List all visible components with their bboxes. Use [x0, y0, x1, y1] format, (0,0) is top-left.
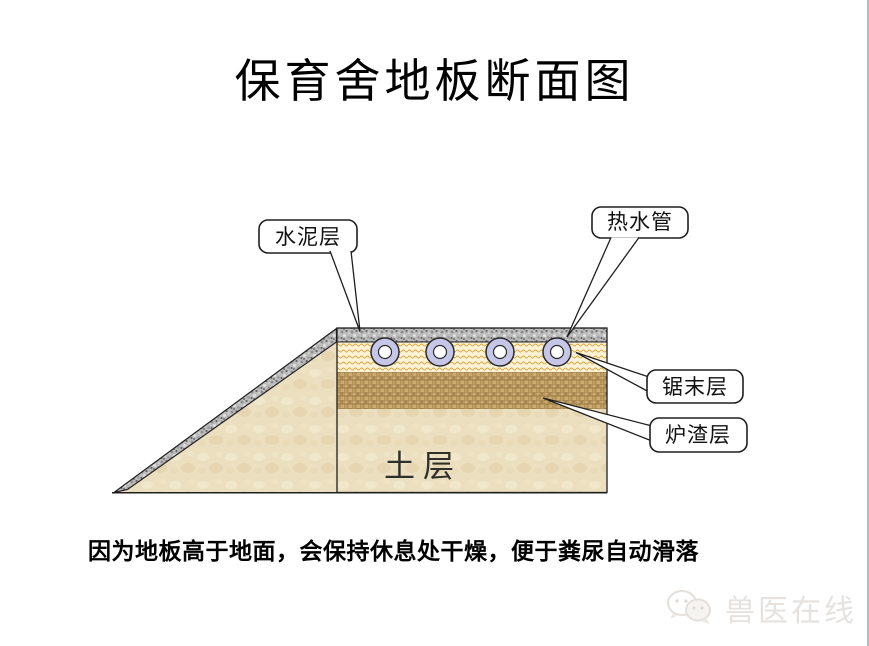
hot-water-pipe	[425, 337, 455, 367]
soil-layer-label: 土层	[384, 449, 462, 484]
right-edge-border	[867, 0, 869, 646]
hot-water-pipe	[370, 337, 400, 367]
callout-cement-layer: 水泥层	[258, 219, 361, 332]
page-title: 保育舍地板断面图	[234, 56, 635, 107]
hot-water-pipes	[370, 337, 572, 367]
callout-cement-label: 水泥层	[275, 225, 341, 249]
hot-water-pipe	[542, 337, 572, 367]
watermark: 兽医在线	[665, 586, 857, 630]
hot-water-pipe	[485, 337, 515, 367]
callout-pipe-label: 热水管	[607, 210, 673, 234]
watermark-text: 兽医在线	[725, 595, 857, 628]
callout-sawdust-layer: 锯末层	[575, 351, 744, 404]
callout-slag-layer: 炉渣层	[542, 397, 748, 453]
callout-slag-label: 炉渣层	[665, 423, 731, 447]
chat-bubbles-icon	[667, 590, 711, 624]
callout-hot-water-pipe: 热水管	[566, 206, 689, 338]
ramp-soil-fill	[120, 343, 337, 492]
caption-text: 因为地板高于地面，会保持休息处干燥，便于粪尿自动滑落	[88, 538, 699, 564]
callout-sawdust-label: 锯末层	[662, 375, 728, 399]
